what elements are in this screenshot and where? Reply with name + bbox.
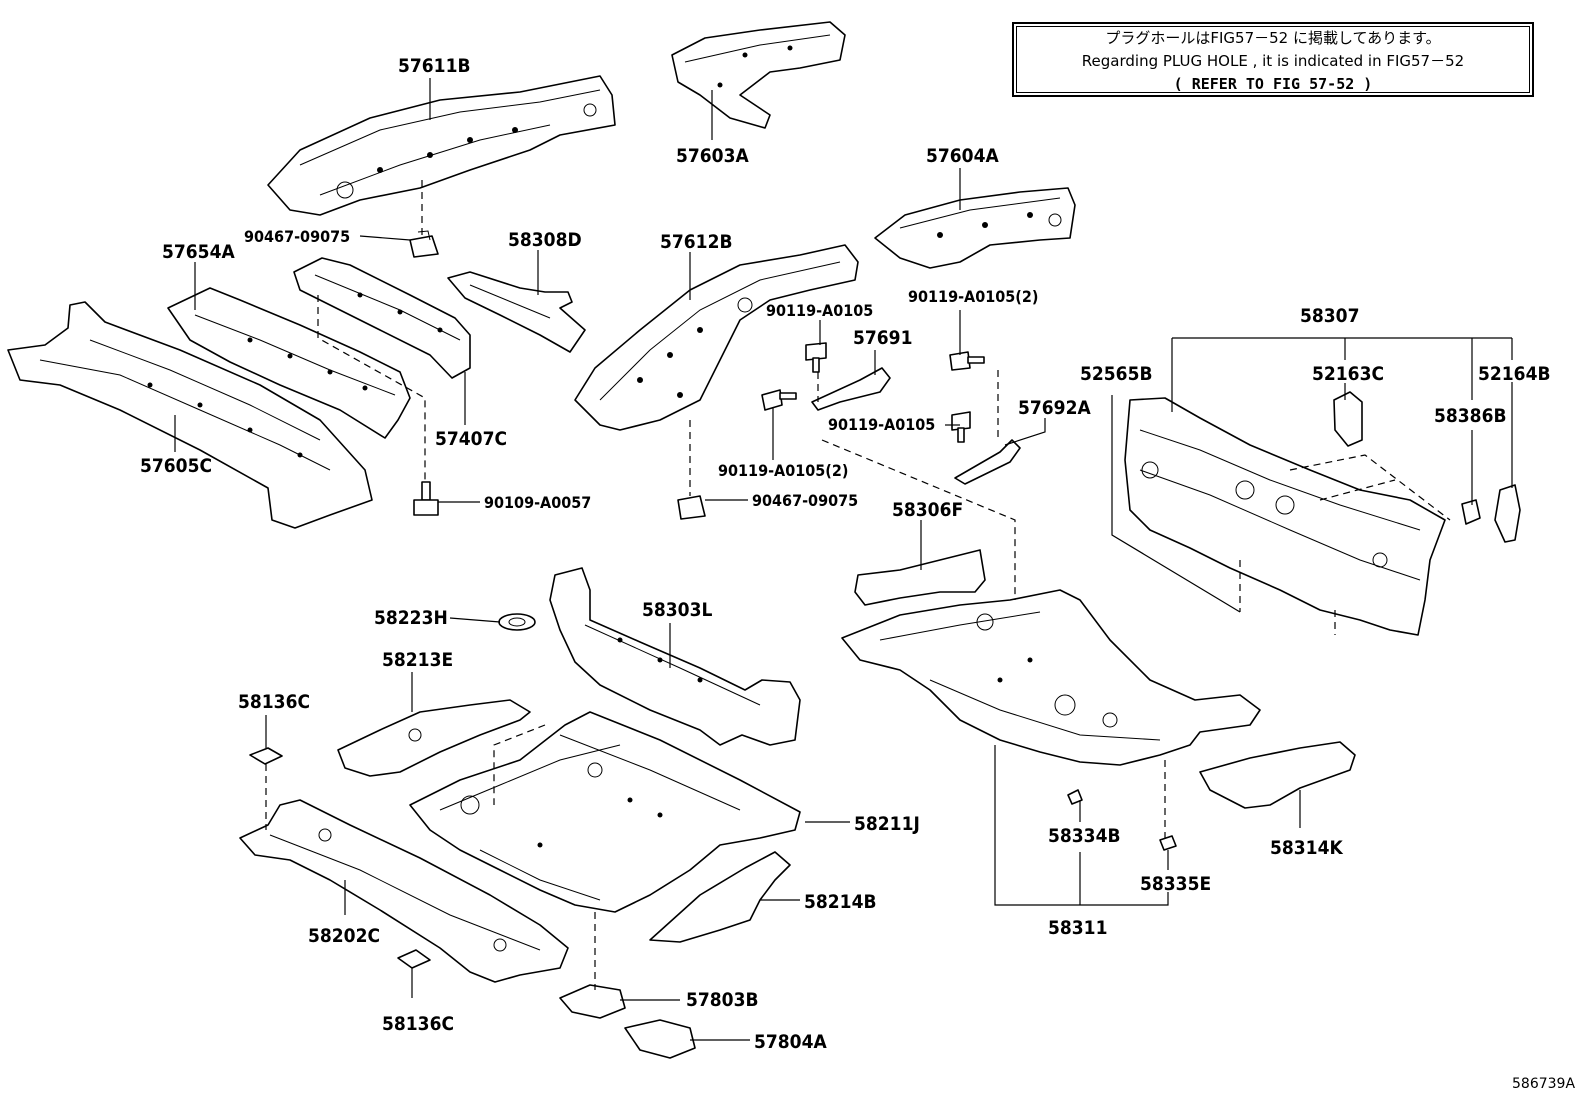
label-58213E[interactable]: 58213E [382,649,453,671]
label-58308D[interactable]: 58308D [508,229,582,251]
label-90109-A0057[interactable]: 90109-A0057 [484,493,591,512]
label-58314K[interactable]: 58314K [1270,837,1343,859]
part-58211J-shape[interactable] [409,711,801,913]
part-90109-A0057-bolt[interactable] [413,481,439,516]
part-90119-A0105-bolt-d[interactable] [951,411,971,443]
part-90467-09075-nut-top[interactable] [409,230,439,258]
label-58311[interactable]: 58311 [1048,917,1107,939]
part-58214B-shape[interactable] [649,851,791,943]
part-58386B-shape[interactable] [1461,499,1481,525]
part-58303L-shape[interactable] [549,567,801,746]
label-58223H[interactable]: 58223H [374,607,448,629]
part-57611B-shape[interactable] [267,75,616,216]
part-58307-shape[interactable] [1124,397,1446,636]
label-58202C[interactable]: 58202C [308,925,380,947]
assembly-lines [265,180,1451,990]
label-52565B[interactable]: 52565B [1080,363,1153,385]
label-90119-A0105-2-a[interactable]: 90119-A0105(2) [908,287,1038,306]
label-57691[interactable]: 57691 [853,327,912,349]
label-58136C-b[interactable]: 58136C [382,1013,454,1035]
part-58136C-cap-a[interactable] [249,747,283,765]
label-58136C-a[interactable]: 58136C [238,691,310,713]
label-52163C[interactable]: 52163C [1312,363,1384,385]
part-52164B-shape[interactable] [1494,484,1521,543]
label-58334B[interactable]: 58334B [1048,825,1121,847]
part-57804A-shape[interactable] [624,1019,696,1059]
part-labels: 57611B 57603A 57604A 90467-09075 58308D … [140,55,1551,1053]
part-90119-A0105-bolt-c[interactable] [949,351,985,371]
part-58335E-clip[interactable] [1159,835,1177,851]
part-58314K-shape[interactable] [1199,741,1356,809]
label-58303L[interactable]: 58303L [642,599,712,621]
part-57691-shape[interactable] [811,367,891,411]
part-90467-09075-nut-bottom[interactable] [677,495,706,520]
part-57604A-shape[interactable] [874,187,1076,269]
label-90119-A0105-a[interactable]: 90119-A0105 [766,301,873,320]
label-58335E[interactable]: 58335E [1140,873,1211,895]
part-57803B-shape[interactable] [559,984,626,1019]
label-57804A[interactable]: 57804A [754,1031,827,1053]
label-90467-09075-a[interactable]: 90467-09075 [244,227,350,246]
label-90119-A0105-b[interactable]: 90119-A0105 [828,415,935,434]
label-90467-09075-b[interactable]: 90467-09075 [752,491,858,510]
label-57605C[interactable]: 57605C [140,455,212,477]
label-57611B[interactable]: 57611B [398,55,471,77]
label-57803B[interactable]: 57803B [686,989,759,1011]
figure-id: 586739A [1512,1076,1576,1092]
part-57603A-shape[interactable] [671,21,846,129]
label-90119-A0105-2-b[interactable]: 90119-A0105(2) [718,461,848,480]
part-58202C-shape[interactable] [239,799,569,983]
note-line-refer[interactable]: ( REFER TO FIG 57-52 ) [1173,75,1373,93]
leader-lines [174,78,1513,1041]
part-57612B-shape[interactable] [574,244,859,431]
note-line-japanese: プラグホールはFIG57－52 に掲載してあります。 [1105,29,1441,47]
part-90119-A0105-bolt-b[interactable] [761,389,797,411]
label-58306F[interactable]: 58306F [892,499,963,521]
part-57407C-shape[interactable] [293,257,471,379]
part-58311-shape[interactable] [841,589,1261,766]
part-58213E-shape[interactable] [337,699,531,777]
part-52163C-shape[interactable] [1333,391,1363,447]
part-58306F-shape[interactable] [854,549,986,606]
label-52164B[interactable]: 52164B [1478,363,1551,385]
label-58307[interactable]: 58307 [1300,305,1359,327]
label-57407C[interactable]: 57407C [435,428,507,450]
label-58214B[interactable]: 58214B [804,891,877,913]
label-57604A[interactable]: 57604A [926,145,999,167]
part-58136C-cap-b[interactable] [397,949,431,969]
label-57692A[interactable]: 57692A [1018,397,1091,419]
label-57654A[interactable]: 57654A [162,241,235,263]
label-58211J[interactable]: 58211J [854,813,920,835]
label-57603A[interactable]: 57603A [676,145,749,167]
part-57692A-shape[interactable] [954,439,1021,485]
plug-hole-note: プラグホールはFIG57－52 に掲載してあります。 Regarding PLU… [1012,22,1534,97]
part-58334B-clip[interactable] [1067,789,1083,805]
part-90119-A0105-bolt-a[interactable] [805,342,827,373]
label-57612B[interactable]: 57612B [660,231,733,253]
part-58223H-shape[interactable] [498,613,536,631]
label-58386B[interactable]: 58386B [1434,405,1507,427]
part-57605C-shape[interactable] [7,301,373,529]
part-58308D-shape[interactable] [447,271,586,353]
note-line-english: Regarding PLUG HOLE , it is indicated in… [1081,52,1465,70]
part-57654A-shape[interactable] [167,287,411,439]
